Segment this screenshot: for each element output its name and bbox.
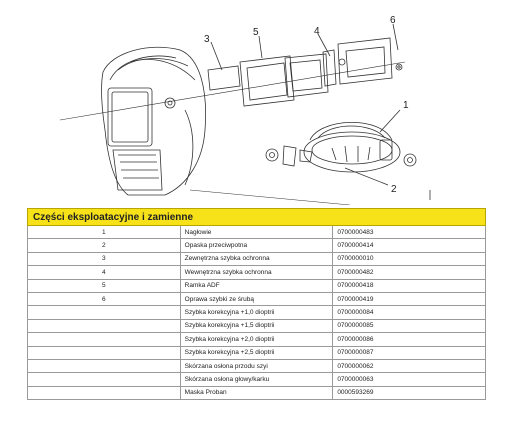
table-row: Szybka korekcyjna +1,5 dioptrii 07000000… bbox=[27, 318, 486, 334]
part-name: Szybka korekcyjna +1,0 dioptrii bbox=[179, 305, 334, 320]
table-row: Szybka korekcyjna +2,0 dioptrii 07000000… bbox=[27, 332, 486, 347]
side-adjusters bbox=[265, 145, 417, 167]
table-row: 5 Ramka ADF 0700000418 bbox=[27, 278, 486, 293]
part-name: Maska Proban bbox=[179, 385, 334, 401]
table-row: Szybka korekcyjna +1,0 dioptrii 07000000… bbox=[27, 305, 486, 320]
part-name: Szybka korekcyjna +2,0 dioptrii bbox=[179, 332, 334, 347]
lens-holder bbox=[337, 37, 403, 85]
part-code: 0700000419 bbox=[332, 291, 486, 307]
part-code: 0700000483 bbox=[332, 224, 486, 240]
adf-frame bbox=[239, 55, 295, 107]
part-number bbox=[27, 318, 181, 334]
callout-label: 4 bbox=[314, 26, 320, 37]
part-name: Skórzana osłona przodu szyi bbox=[179, 358, 334, 374]
part-code: 0700000418 bbox=[332, 278, 486, 293]
part-number: 4 bbox=[27, 265, 181, 280]
helmet-shell bbox=[101, 46, 206, 196]
part-code: 0700000482 bbox=[332, 265, 486, 280]
part-code: 0700000062 bbox=[332, 358, 486, 374]
part-code: 0700000084 bbox=[332, 305, 486, 320]
part-code: 0700000085 bbox=[332, 318, 486, 334]
part-name: Nagłowie bbox=[179, 224, 334, 240]
table-row: Skórzana osłona przodu szyi 0700000062 bbox=[27, 358, 486, 374]
part-number: 6 bbox=[27, 291, 181, 307]
part-code: 0000593269 bbox=[332, 385, 486, 401]
callout-label: 2 bbox=[391, 184, 397, 195]
part-number bbox=[27, 385, 181, 401]
callout-label: 6 bbox=[390, 15, 396, 26]
part-number bbox=[27, 345, 181, 360]
table-row: 1 Nagłowie 0700000483 bbox=[27, 224, 486, 240]
table-row: 6 Oprawa szybki ze śrubą 0700000419 bbox=[27, 291, 486, 307]
callout-label: 5 bbox=[253, 27, 259, 38]
part-code: 0700000086 bbox=[332, 332, 486, 347]
part-number bbox=[27, 358, 181, 374]
part-name: Zewnętrzna szybka ochronna bbox=[179, 251, 334, 267]
part-number: 1 bbox=[27, 224, 181, 240]
table-row: 4 Wewnętrzna szybka ochronna 0700000482 bbox=[27, 265, 486, 280]
part-name: Ramka ADF bbox=[179, 278, 334, 293]
part-code: 0700000087 bbox=[332, 345, 486, 360]
callout-label: 1 bbox=[403, 100, 409, 111]
table-row: 3 Zewnętrzna szybka ochronna 0700000010 bbox=[27, 251, 486, 267]
table-title: Części eksploatacyjne i zamienne bbox=[27, 208, 486, 226]
table-row: 2 Opaska przeciwpotna 0700000414 bbox=[27, 238, 486, 253]
spare-parts-table: Części eksploatacyjne i zamienne 1 Nagło… bbox=[27, 208, 486, 401]
part-name: Wewnętrzna szybka ochronna bbox=[179, 265, 334, 280]
adf-cartridge bbox=[284, 53, 329, 98]
exploded-view-diagram: 1 2 3 4 5 6 bbox=[59, 15, 431, 205]
table-title-row: Części eksploatacyjne i zamienne bbox=[27, 208, 486, 226]
inner-cover-lens bbox=[322, 49, 337, 87]
callout-label: 3 bbox=[204, 34, 210, 45]
part-number: 5 bbox=[27, 278, 181, 293]
table-row: Skórzana osłona głowy/karku 0700000063 bbox=[27, 372, 486, 387]
part-code: 0700000063 bbox=[332, 372, 486, 387]
part-code: 0700000010 bbox=[332, 251, 486, 267]
headgear bbox=[303, 122, 401, 173]
part-number: 2 bbox=[27, 238, 181, 253]
part-number: 3 bbox=[27, 251, 181, 267]
outer-cover-lens bbox=[207, 65, 241, 91]
part-name: Szybka korekcyjna +2,5 dioptrii bbox=[179, 345, 334, 360]
table-row: Maska Proban 0000593269 bbox=[27, 385, 486, 401]
part-name: Opaska przeciwpotna bbox=[179, 238, 334, 253]
part-number bbox=[27, 332, 181, 347]
part-name: Oprawa szybki ze śrubą bbox=[179, 291, 334, 307]
part-number bbox=[27, 305, 181, 320]
part-name: Szybka korekcyjna +1,5 dioptrii bbox=[179, 318, 334, 334]
table-row: Szybka korekcyjna +2,5 dioptrii 07000000… bbox=[27, 345, 486, 360]
part-code: 0700000414 bbox=[332, 238, 486, 253]
part-number bbox=[27, 372, 181, 387]
part-name: Skórzana osłona głowy/karku bbox=[179, 372, 334, 387]
